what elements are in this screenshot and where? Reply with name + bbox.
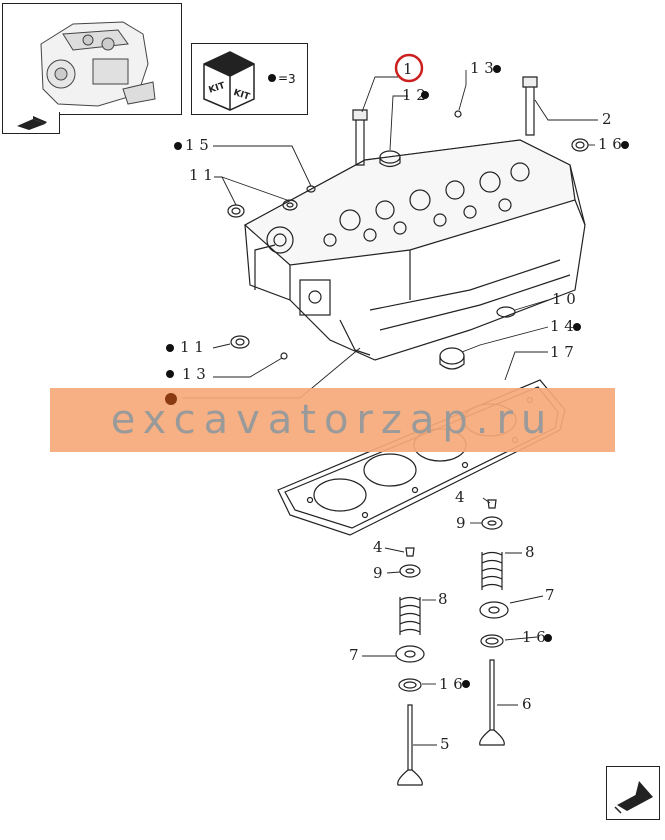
valve-spring-left[interactable]: [399, 596, 421, 635]
spring-seat-right[interactable]: [479, 601, 509, 619]
seal-16-top[interactable]: [571, 138, 589, 152]
callout-17: 1 7: [550, 343, 574, 361]
callout-15: 1 5: [185, 136, 209, 154]
callout-7-left: 7: [349, 646, 359, 664]
callout-13-bottom: 1 3: [182, 365, 206, 383]
valve-keeper-left[interactable]: [405, 547, 415, 557]
callout-4-right: 4: [455, 488, 465, 506]
valve-spring-right[interactable]: [481, 551, 503, 590]
watermark-text: excavatorzap.ru: [110, 397, 555, 443]
spring-retainer-right[interactable]: [481, 516, 503, 530]
callout-9-right: 9: [456, 514, 466, 532]
spring-retainer-left[interactable]: [399, 564, 421, 578]
callout-11-b: 1 1: [180, 338, 204, 356]
plug-10[interactable]: [496, 306, 516, 318]
callout-7-right: 7: [545, 586, 555, 604]
watermark-band: [50, 388, 615, 452]
callout-5: 5: [440, 735, 450, 753]
head-bolt-1[interactable]: [352, 109, 368, 166]
valve-keeper-right[interactable]: [487, 499, 497, 509]
callout-13-top: 1 3: [470, 59, 494, 77]
callout-14: 1 4: [550, 317, 574, 335]
callout-1: 1: [403, 60, 413, 78]
thumbnail-tab[interactable]: [2, 112, 60, 134]
book-arrow-icon: [17, 116, 47, 130]
head-bolt-2[interactable]: [522, 76, 538, 136]
valve-left[interactable]: [397, 704, 423, 786]
kit-quantity: 3: [288, 72, 296, 86]
callout-2: 2: [602, 110, 612, 128]
callout-9-left: 9: [373, 564, 383, 582]
valve-seal-left[interactable]: [398, 678, 422, 692]
watermark-marker: [165, 393, 177, 405]
spring-seat-left[interactable]: [395, 645, 425, 663]
callout-16-right: 1 6: [522, 628, 546, 646]
callout-6: 6: [522, 695, 532, 713]
next-page-button[interactable]: [606, 766, 660, 820]
seal-11-c[interactable]: [230, 335, 250, 349]
cylinder-head[interactable]: [243, 139, 586, 361]
callout-12: 1 2: [402, 86, 426, 104]
callout-16-left: 1 6: [439, 675, 463, 693]
svg-text:=: =: [278, 71, 288, 85]
callout-8-right: 8: [525, 543, 535, 561]
engine-thumbnail-icon: [40, 21, 156, 107]
valve-right[interactable]: [479, 659, 505, 746]
pin-13-top[interactable]: [454, 110, 462, 118]
valve-seal-right[interactable]: [480, 634, 504, 648]
callout-8-left: 8: [438, 590, 448, 608]
engine-thumbnail[interactable]: [2, 3, 182, 115]
seal-11-a[interactable]: [227, 204, 245, 218]
kit-box: KIT KIT = 3: [191, 43, 308, 115]
callout-11-a: 1 1: [189, 166, 213, 184]
next-page-arrow-icon: [614, 781, 653, 814]
pin-13-bottom[interactable]: [280, 352, 288, 360]
callout-10: 1 0: [552, 290, 576, 308]
seal-11-b[interactable]: [282, 199, 298, 211]
callout-4-left: 4: [373, 538, 383, 556]
callout-1-highlight: [394, 53, 424, 83]
callouts: 1 1 2 1 3 2 1 6 1 5 1 1 1 0 1 4 1 1 1 7 …: [166, 53, 629, 753]
callout-16-top: 1 6: [598, 135, 622, 153]
kit-box-icon: KIT KIT = 3: [203, 51, 296, 111]
plug-14[interactable]: [439, 347, 465, 370]
